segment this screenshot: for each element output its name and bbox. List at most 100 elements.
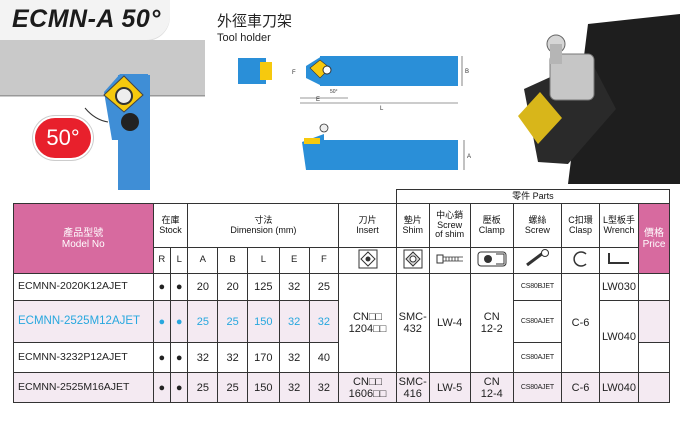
dim-b-cell: 25 [217, 372, 248, 404]
dim-e-cell: 32 [278, 273, 310, 302]
holder-subtitle: Tool holder [217, 32, 271, 44]
col-f-header: F [308, 246, 340, 275]
screw-cell: CS80BJET [512, 273, 563, 302]
clasp-cell: C-6 [561, 372, 600, 404]
product-photo [498, 14, 680, 184]
wrench-cell: LW030 [598, 273, 639, 302]
dim-e-label: E [316, 97, 320, 103]
model-cell: ECMNN-2020K12AJET [13, 273, 154, 302]
dim-b-cell: 25 [217, 300, 248, 344]
model-header: 產品型號 Model No [13, 202, 154, 275]
clamp-icon [477, 251, 507, 267]
stock-header-zh: 在庫 [161, 214, 180, 225]
screw-icon-cell [512, 246, 563, 275]
clamp-header-en: Clamp [478, 224, 505, 235]
wrench-icon-cell [598, 246, 639, 275]
screw-of-shim-header: 中心銷 Screw of shim [428, 203, 471, 248]
page-title: ECMN-A 50° [12, 5, 161, 33]
screw-of-shim-en2: of shim [435, 229, 465, 240]
dim-e-cell: 32 [278, 300, 310, 344]
stock-l-cell: ● [170, 273, 189, 302]
insert-group-cell: CN□□ 1204□□ [338, 273, 397, 374]
subheader-row: R L A B L E F [14, 246, 670, 275]
price-cell [637, 342, 671, 374]
dim-b-cell: 20 [217, 273, 248, 302]
screw-cell: CS80AJET [512, 372, 563, 404]
dim-b-cell: 32 [217, 342, 248, 374]
dim-f-cell: 40 [308, 342, 340, 374]
dim-a-cell: 32 [187, 342, 219, 374]
clasp-header-zh: C扣環 [568, 214, 593, 225]
price-cell [637, 372, 671, 404]
dim-len-cell: 170 [246, 342, 280, 374]
insert-icon-cell [338, 246, 397, 275]
price-cell [637, 273, 671, 302]
stock-r-cell: ● [152, 273, 172, 302]
clamp-group-cell: CN 12-2 [469, 273, 514, 374]
shim-cell: SMC- 416 [395, 372, 430, 404]
clamp-icon-cell [469, 246, 514, 275]
dim-l-label: L [380, 106, 384, 112]
col-b-header: B [217, 246, 248, 275]
clamp-hole-icon [121, 113, 139, 131]
holder-title: 外徑車刀架 [217, 12, 293, 30]
dim-a-cell: 25 [187, 372, 219, 404]
wrench-header: L型板手 Wrench [598, 203, 639, 248]
dim-b-label: B [465, 69, 469, 75]
angle-badge: 50° [33, 116, 93, 160]
dim-e-cell: 32 [278, 342, 310, 374]
price-header-zh: 價格 [643, 227, 664, 239]
screw-cell: CS80AJET [512, 342, 563, 374]
shim-icon-cell [395, 246, 430, 275]
clasp-group-cell: C-6 [561, 273, 600, 374]
table-row: ECMNN-2525M16AJET ● ● 25 25 150 32 32 CN… [13, 372, 671, 404]
drawing-screw-icon [322, 65, 332, 75]
price-header: 價格 Price [637, 202, 671, 275]
clamp-header-zh: 壓板 [482, 214, 501, 225]
photo-holder-body [568, 14, 680, 184]
stock-l-cell: ● [170, 300, 189, 344]
dim-f-cell: 32 [308, 372, 340, 404]
drawing-side-body [320, 140, 458, 170]
price-cell [637, 300, 671, 344]
table-row: ECMNN-2020K12AJET ● ● 20 20 125 32 25 CN… [13, 273, 671, 374]
photo-insert [518, 92, 562, 144]
dimension-header: 寸法 Dimension (mm) [187, 203, 340, 248]
insert-header-zh: 刀片 [358, 214, 377, 225]
clamp-header: 壓板 Clamp [469, 203, 514, 248]
clasp-header-en: Clasp [568, 224, 592, 235]
screw-of-shim-cell: LW-5 [428, 372, 471, 404]
dim-f-label: F [292, 70, 296, 76]
cutting-illustration [0, 40, 205, 190]
drawing-small-insert [260, 62, 272, 80]
wrench-cell: LW040 [598, 372, 639, 404]
screw-header: 螺絲 Screw [512, 203, 563, 248]
screw-of-shim-icon-cell [428, 246, 471, 275]
dim-f-cell: 32 [308, 300, 340, 344]
insert-header-en: Insert [356, 224, 379, 235]
dim-angle-label: 50° [330, 89, 338, 95]
clasp-icon [572, 251, 587, 267]
screw-of-shim-en1: Screw [437, 219, 463, 230]
screw-icon [526, 249, 550, 267]
photo-clamp [549, 53, 595, 101]
col-a-header: A [187, 246, 219, 275]
dim-a-cell: 25 [187, 300, 219, 344]
model-header-zh: 產品型號 [63, 227, 104, 239]
clasp-icon-cell [561, 246, 600, 275]
col-l-header: L [170, 246, 189, 275]
clamp-cell: CN 12-4 [469, 372, 514, 404]
wrench-header-en: Wrench [603, 224, 635, 235]
screw-header-en: Screw [524, 224, 550, 235]
insert-cell: CN□□ 1606□□ [338, 372, 397, 404]
stock-r-cell: ● [152, 372, 172, 404]
stock-r-cell: ● [152, 342, 172, 374]
angle-arc [84, 107, 109, 123]
stock-header: 在庫 Stock [152, 203, 189, 248]
clamp-screw-icon [115, 87, 133, 105]
dimension-header-zh: 寸法 [254, 214, 273, 225]
col-len-header: L [246, 246, 280, 275]
insert-icon [358, 249, 378, 269]
drawing-side-view: A [302, 123, 471, 170]
model-header-en: Model No [61, 238, 105, 250]
